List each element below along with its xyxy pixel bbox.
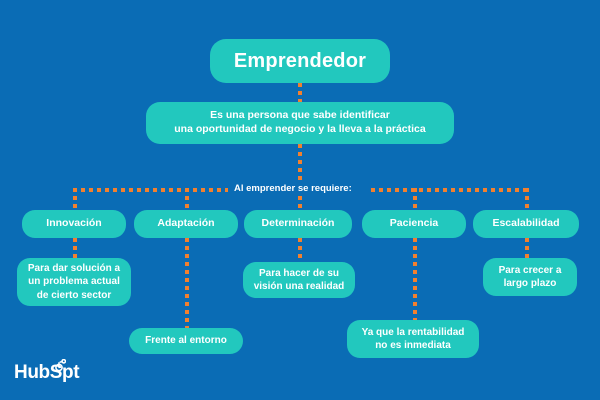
connector-escalabilidad-to-detail	[525, 238, 529, 258]
connector-rail-to-paciencia	[413, 188, 417, 210]
connector-paciencia-to-detail	[413, 238, 417, 320]
hubspot-wordmark-part-b: t	[73, 362, 80, 383]
connector-rail-to-escalabilidad	[525, 188, 529, 210]
connector-rail-to-innovacion	[73, 188, 77, 210]
connector-rail-to-adaptacion	[185, 188, 189, 210]
node-category-innovacion: Innovación	[22, 210, 126, 238]
node-category-adaptacion: Adaptación	[134, 210, 238, 238]
node-detail-line: Para dar solución a	[27, 263, 121, 275]
connector-rail-to-determinacion	[298, 188, 302, 210]
rail-horizontal-left	[73, 188, 228, 192]
node-detail-line: Ya que la rentabilidad	[361, 326, 465, 338]
node-detail-determinacion: Para hacer de su visión una realidad	[243, 262, 355, 298]
node-detail-paciencia: Ya que la rentabilidad no es inmediata	[347, 320, 479, 358]
rail-label: Al emprender se requiere:	[228, 184, 358, 194]
node-detail-line: largo plazo	[503, 278, 557, 289]
node-detail-line: no es inmediata	[375, 340, 451, 351]
node-detail-line: un problema actual	[28, 276, 120, 288]
hubspot-wordmark-part-a: HubSp	[14, 362, 74, 383]
node-category-paciencia: Paciencia	[362, 210, 466, 238]
node-root-label: Emprendedor	[233, 49, 367, 72]
node-category-label: Determinación	[261, 217, 335, 230]
node-detail-line: Para crecer a	[498, 264, 562, 276]
node-detail-adaptacion: Frente al entorno	[129, 328, 243, 354]
node-detail-line: visión una realidad	[253, 281, 345, 292]
connector-adaptacion-to-detail	[185, 238, 189, 328]
node-detail-innovacion: Para dar solución a un problema actual d…	[17, 258, 131, 306]
connector-definition-to-rail	[298, 144, 302, 188]
hubspot-logo: HubSpt	[14, 358, 80, 383]
node-category-escalabilidad: Escalabilidad	[473, 210, 579, 238]
node-detail-line: Frente al entorno	[145, 335, 227, 347]
node-category-label: Adaptación	[157, 217, 215, 230]
node-definition: Es una persona que sabe identificar una …	[146, 102, 454, 144]
node-detail-escalabilidad: Para crecer a largo plazo	[483, 258, 577, 296]
connector-root-to-definition	[298, 83, 302, 102]
node-definition-line2: una oportunidad de negocio y la lleva a …	[174, 123, 426, 135]
rail-horizontal-right	[371, 188, 529, 192]
hubspot-wordmark: HubSpt	[14, 358, 80, 383]
node-category-determinacion: Determinación	[244, 210, 352, 238]
connector-determinacion-to-detail	[298, 238, 302, 262]
node-detail-line: de cierto sector	[36, 289, 112, 301]
node-category-label: Innovación	[46, 217, 102, 230]
node-detail-line: Para hacer de su	[258, 267, 340, 279]
connector-innovacion-to-detail	[73, 238, 77, 258]
node-category-label: Paciencia	[389, 217, 439, 230]
node-category-label: Escalabilidad	[492, 217, 560, 230]
node-definition-line1: Es una persona que sabe identificar	[210, 109, 390, 122]
hubspot-sprocket-icon	[54, 358, 66, 371]
node-root-emprendedor: Emprendedor	[210, 39, 390, 83]
